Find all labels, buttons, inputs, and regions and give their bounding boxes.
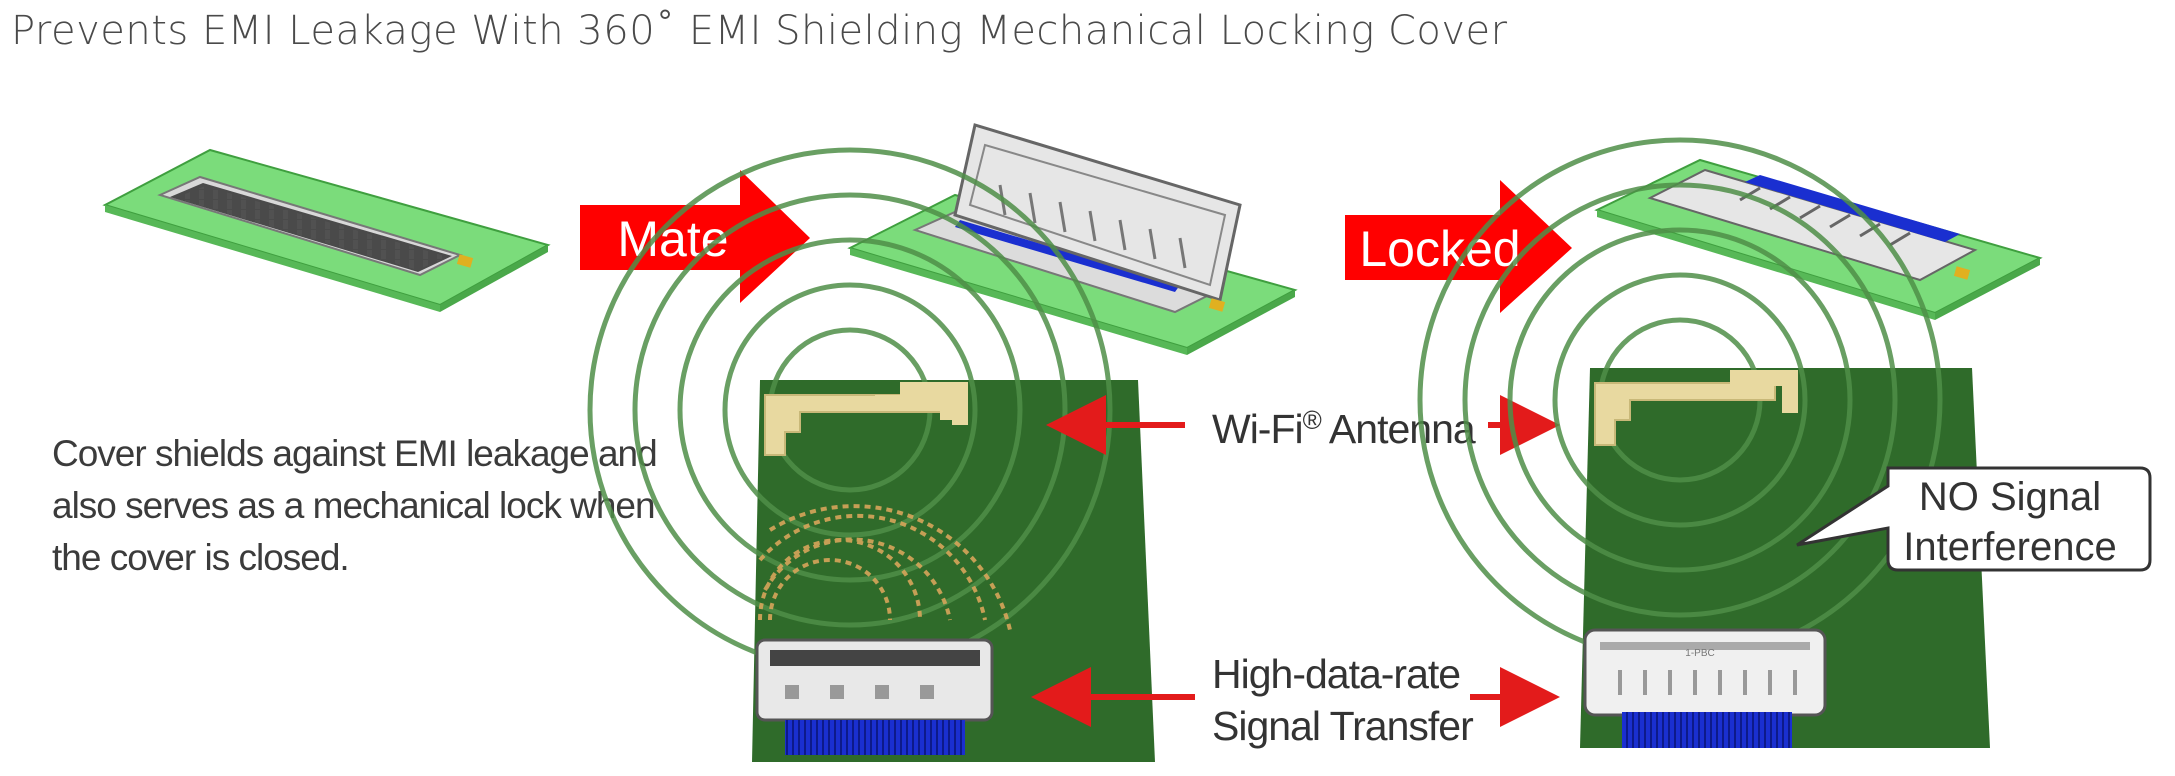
- page-title: Prevents EMI Leakage With 360˚ EMI Shiel…: [11, 8, 1508, 54]
- antenna-prefix: Wi-Fi: [1212, 406, 1303, 452]
- description-line-2: also serves as a mechanical lock when: [52, 485, 655, 526]
- antenna-registered-mark: ®: [1303, 405, 1322, 435]
- description-line-1: Cover shields against EMI leakage and: [52, 433, 657, 474]
- board-with-leakage: [587, 147, 1155, 762]
- board-shielded: 1-PBC: [1417, 137, 1990, 748]
- callout-line-2: Interference: [1903, 525, 2116, 569]
- mate-arrow: Mate: [580, 170, 810, 303]
- antenna-suffix: Antenna: [1321, 406, 1476, 452]
- locked-label: Locked: [1359, 221, 1520, 277]
- wifi-antenna-label: Wi-Fi® Antenna: [1046, 395, 1560, 455]
- signal-transfer-label: High-data-rate Signal Transfer: [1031, 651, 1560, 749]
- connector-mark: 1-PBC: [1685, 648, 1714, 659]
- no-interference-callout: NO Signal Interference: [1796, 466, 2152, 572]
- description-line-3: the cover is closed.: [52, 537, 349, 578]
- locked-arrow: Locked: [1345, 180, 1572, 313]
- connector-unmated: [102, 148, 551, 312]
- signal-label-line-2: Signal Transfer: [1212, 703, 1473, 749]
- svg-text:Wi-Fi® Antenna: Wi-Fi® Antenna: [1212, 405, 1476, 452]
- callout-line-1: NO Signal: [1919, 475, 2101, 519]
- signal-label-line-1: High-data-rate: [1212, 651, 1460, 697]
- description: Cover shields against EMI leakage and al…: [52, 433, 658, 578]
